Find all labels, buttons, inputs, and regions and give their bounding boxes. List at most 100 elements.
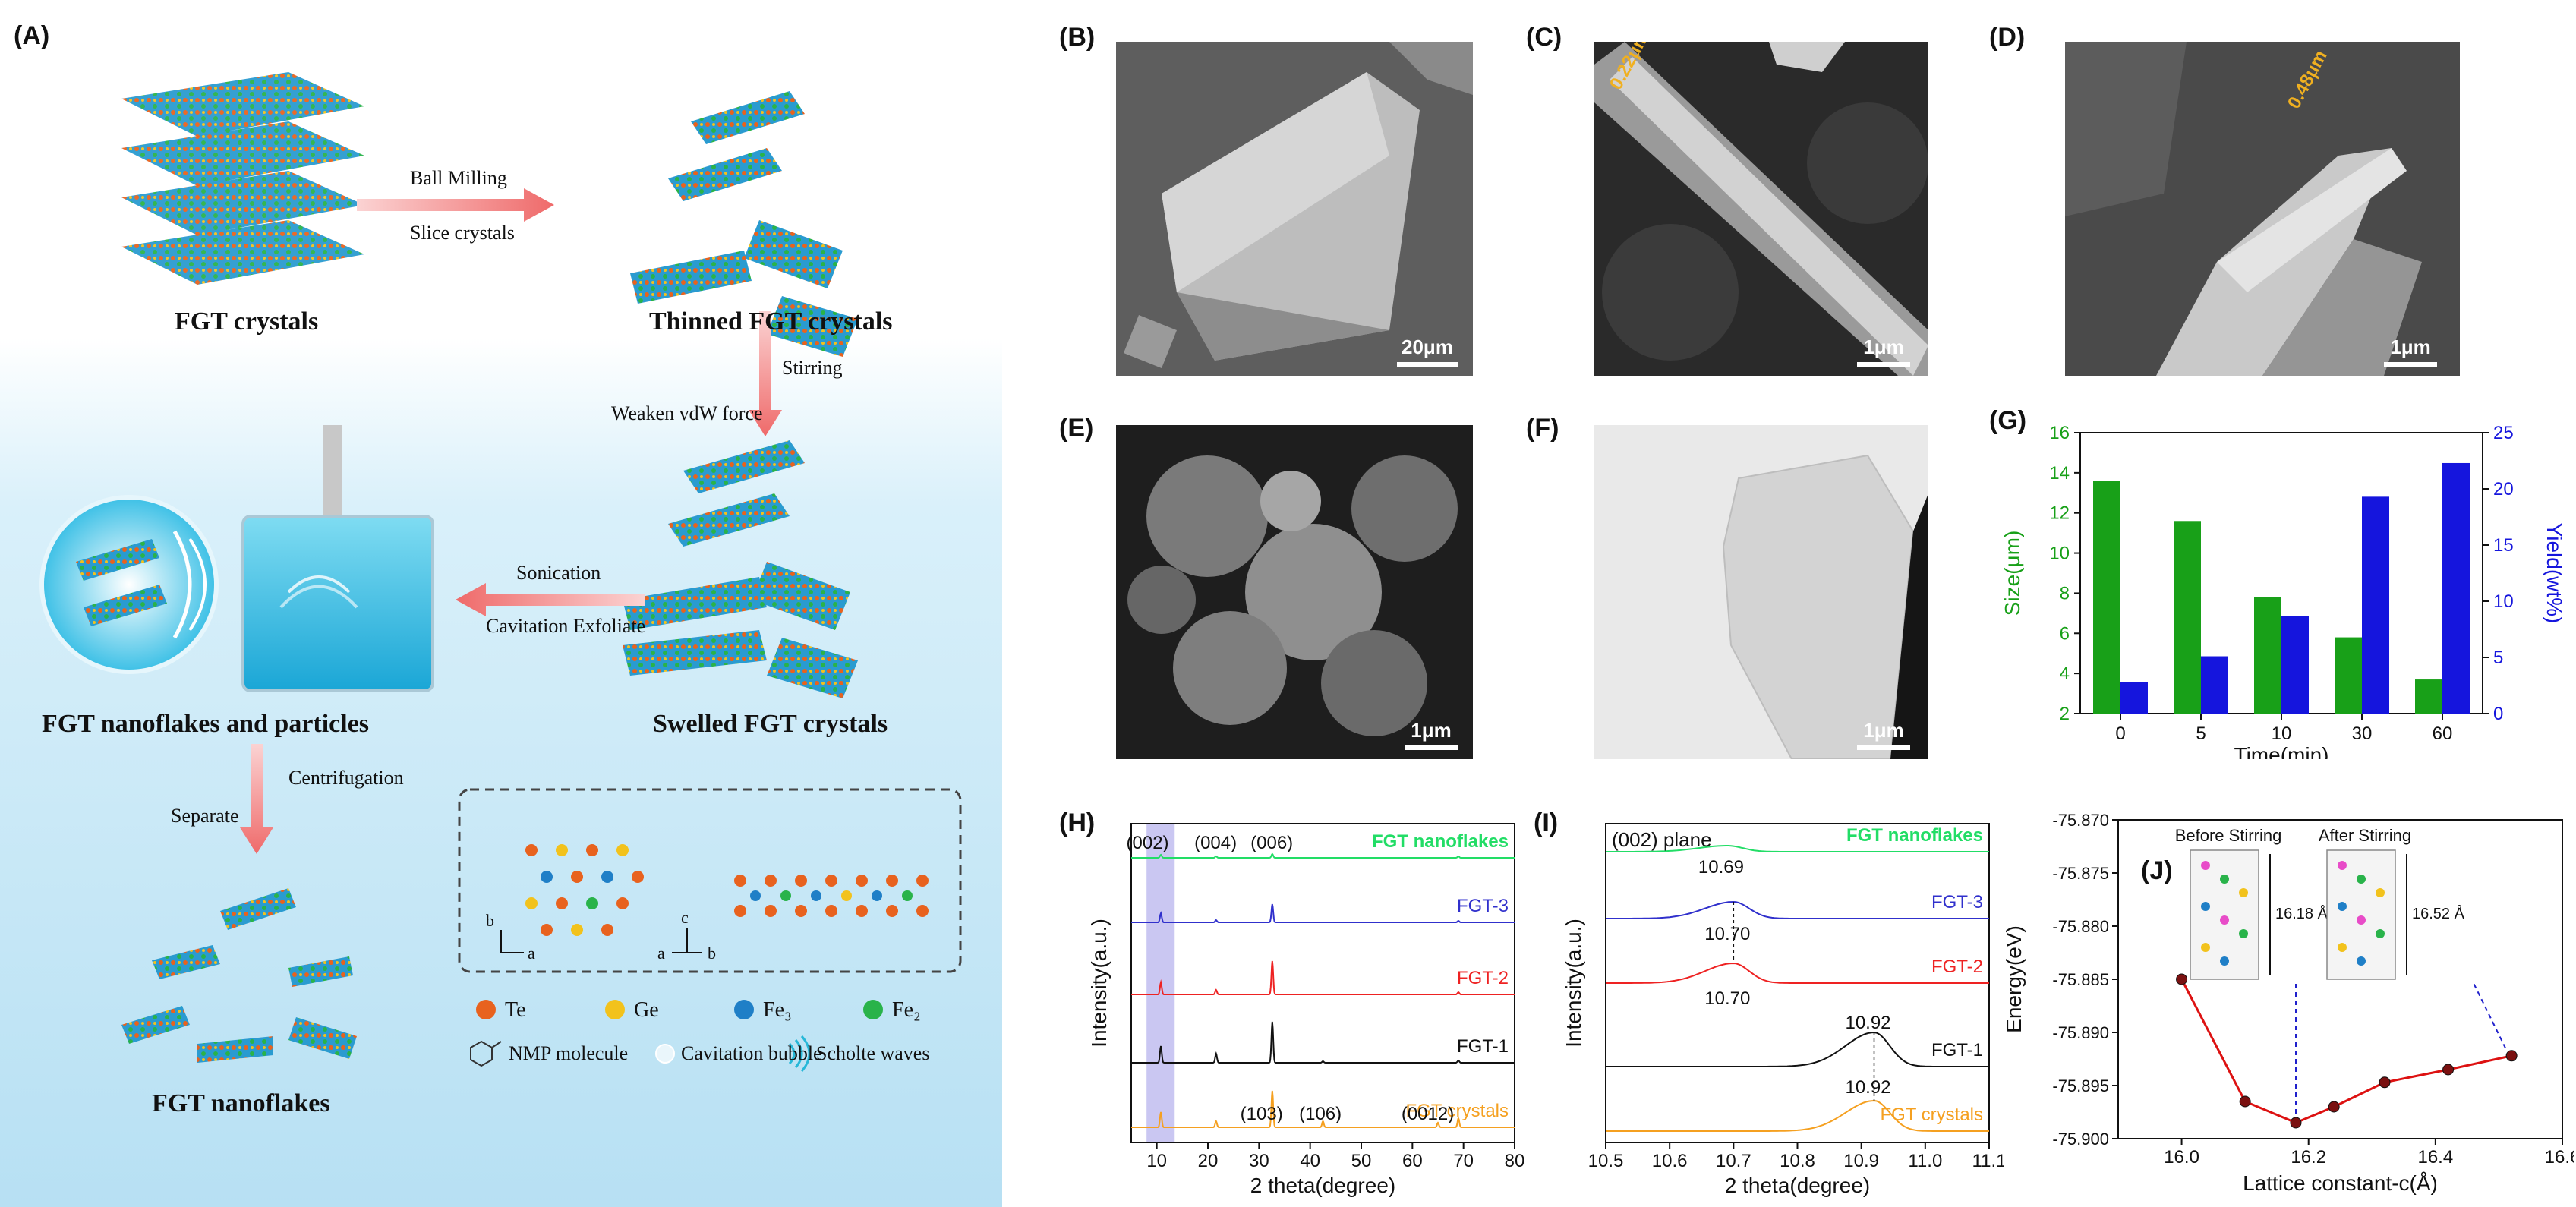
- y2-tick-label: 15: [2493, 535, 2514, 556]
- structure-top-view: [525, 844, 644, 936]
- centrifugation-label: Centrifugation: [288, 767, 404, 789]
- te-legend-swatch: [476, 1000, 496, 1019]
- axis-b-label: b: [486, 911, 494, 930]
- x-tick-label: 0: [2115, 723, 2125, 744]
- y-tick-label: 14: [2049, 463, 2070, 484]
- energy-point: [2328, 1101, 2340, 1113]
- sem-image-e: 1μm: [1116, 425, 1473, 759]
- series-label: FGT nanoflakes: [1372, 831, 1509, 852]
- inset-atom: [2239, 888, 2248, 897]
- stirring-label: Stirring: [782, 357, 843, 379]
- panel-a-label: (A): [14, 21, 50, 50]
- x-axis-title: 2 theta(degree): [1725, 1174, 1870, 1197]
- inset-atom: [2239, 929, 2248, 938]
- x-tick-label: 60: [2433, 723, 2453, 744]
- inset-title: Before Stirring: [2175, 826, 2282, 845]
- x-tick-label: 10.8: [1780, 1151, 1815, 1171]
- xrd-series-line: [1131, 1021, 1515, 1064]
- peak-label: (002): [1127, 833, 1169, 853]
- x-axis-title: Lattice constant-c(Å): [2243, 1171, 2438, 1195]
- y2-tick-label: 25: [2493, 423, 2514, 443]
- x-tick-label: 5: [2196, 723, 2206, 744]
- axis-b2-label: b: [708, 944, 716, 963]
- size-bar: [2335, 637, 2362, 714]
- y2-tick-label: 5: [2493, 648, 2503, 668]
- inset-value: 16.18 Å: [2275, 905, 2328, 922]
- nanoflakes-particles-caption: FGT nanoflakes and particles: [42, 710, 370, 738]
- fe2-legend-label: Fe₂: [892, 998, 921, 1022]
- peak-label: (006): [1250, 833, 1293, 853]
- inset-atom: [2201, 943, 2210, 952]
- chart-j: (J)Before Stirring 16.18 Å After Stirring 1…: [2002, 797, 2576, 1203]
- fe2-legend-swatch: [863, 1000, 883, 1019]
- size-bar: [2093, 481, 2120, 714]
- x-tick-label: 10: [1146, 1151, 1167, 1171]
- axis-a-label: a: [528, 944, 535, 963]
- chart-j-svg: (J)Before Stirring 16.18 Å After Stirring 1…: [2002, 811, 2576, 1195]
- yield-bar: [2281, 616, 2309, 714]
- axes-glyphs: [500, 928, 702, 953]
- size-bar: [2254, 597, 2281, 714]
- slice-crystals-label: Slice crystals: [410, 222, 515, 244]
- x-tick-label: 30: [2352, 723, 2373, 744]
- x-tick-label: 50: [1351, 1151, 1372, 1171]
- panel-j-label: (J): [2141, 856, 2173, 885]
- panel-e-label: (E): [1059, 414, 1094, 443]
- panel-d-label: (D): [1989, 23, 2026, 52]
- series-label: FGT crystals: [1405, 1101, 1509, 1121]
- x-tick-label: 11.1: [1972, 1151, 2004, 1171]
- panel-b-label: (B): [1059, 23, 1096, 52]
- sem-image-b: 20μm: [1116, 42, 1473, 376]
- axis-a2-label: a: [657, 944, 665, 963]
- size-bar: [2174, 521, 2201, 714]
- y-axis-title: Intensity(a.u.): [1562, 919, 1585, 1048]
- bubble-legend-label: Cavitation bubble: [681, 1042, 822, 1064]
- peak-label: (103): [1241, 1104, 1283, 1124]
- scholte-waves-icon: [788, 1035, 811, 1072]
- scale-bar-e: 1μm: [1405, 719, 1458, 750]
- chart-i-title: (002) plane: [1612, 828, 1712, 851]
- energy-curve: [2180, 979, 2512, 1124]
- peak-value-label: 10.92: [1845, 1077, 1890, 1098]
- inset-atom: [2376, 929, 2385, 938]
- x-tick-label: 11.0: [1908, 1151, 1942, 1171]
- structure-side-view: [734, 875, 929, 917]
- y-axis-title: Energy(eV): [2004, 925, 2026, 1033]
- inset-atom: [2220, 956, 2229, 966]
- xrd-series-line: [1131, 1090, 1515, 1128]
- panel-h-label: (H): [1059, 808, 1096, 837]
- ball-milling-arrow: [357, 188, 554, 222]
- y-tick-label: 16: [2049, 423, 2070, 443]
- x-tick-label: 30: [1249, 1151, 1269, 1171]
- ge-legend-swatch: [605, 1000, 625, 1019]
- magnify-circle: [39, 495, 219, 674]
- panel-a-schematic: (A) FGT crystals Ball Milling Slice crys…: [0, 0, 1002, 1207]
- inset-atom: [2376, 888, 2385, 897]
- beaker: [241, 425, 434, 692]
- inset-atom: [2338, 861, 2347, 870]
- y-tick-label: -75.890: [2052, 1023, 2109, 1042]
- inset-atom: [2201, 902, 2210, 911]
- scale-label-e: 1μm: [1411, 719, 1452, 742]
- y-tick-label: -75.895: [2052, 1076, 2109, 1095]
- x-tick-label: 16.4: [2417, 1147, 2453, 1168]
- panel-c-label: (C): [1526, 23, 1562, 52]
- inset-title: After Stirring: [2319, 826, 2411, 845]
- y2-tick-label: 0: [2493, 704, 2503, 724]
- peak-value-label: 10.70: [1704, 924, 1750, 944]
- yield-bar: [2120, 682, 2148, 714]
- x-tick-label: 60: [1402, 1151, 1423, 1171]
- y-tick-label: 10: [2049, 544, 2070, 564]
- peak-value-label: 10.70: [1704, 988, 1750, 1009]
- separate-label: Separate: [171, 805, 239, 827]
- ball-milling-label: Ball Milling: [410, 167, 507, 189]
- energy-point: [2442, 1064, 2455, 1076]
- nmp-legend-label: NMP molecule: [509, 1042, 629, 1064]
- x-tick-label: 70: [1453, 1151, 1474, 1171]
- scale-label-f: 1μm: [1863, 719, 1904, 742]
